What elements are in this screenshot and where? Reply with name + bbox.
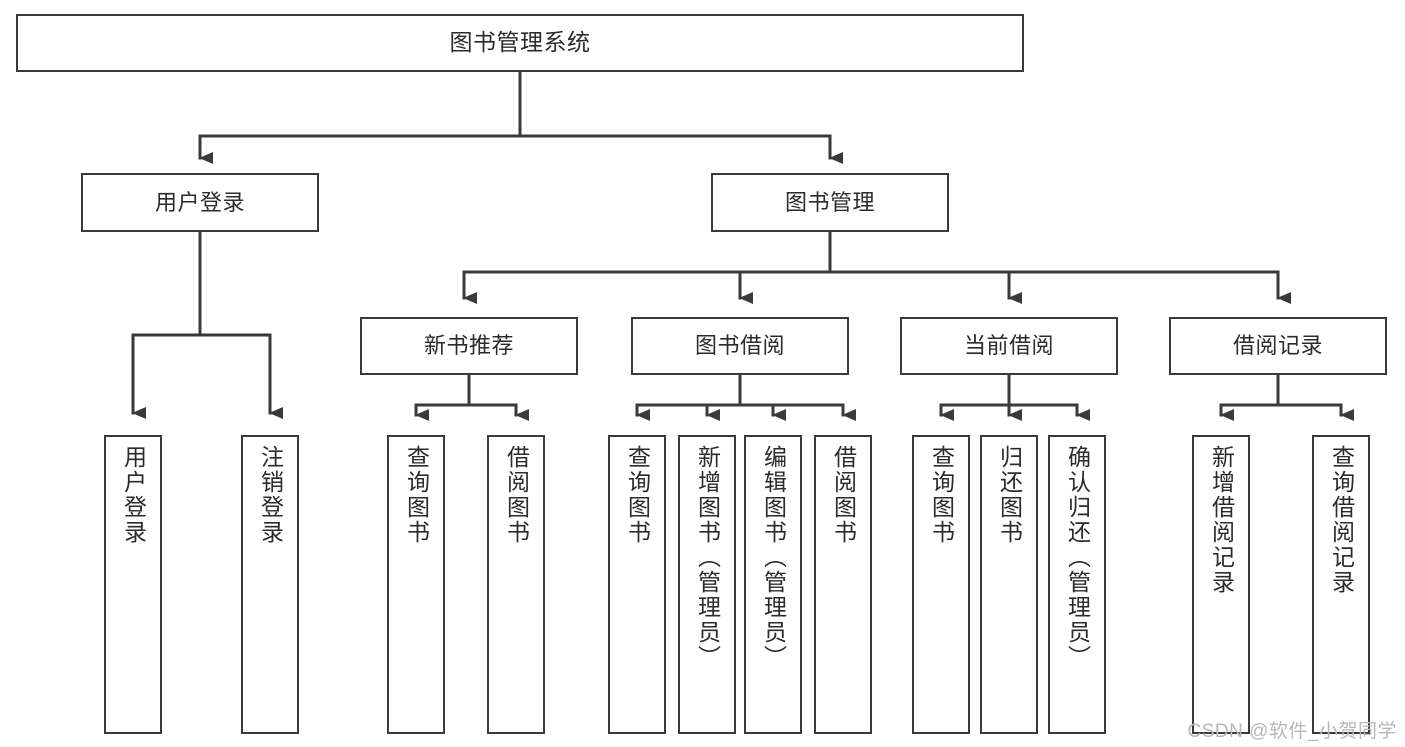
watermark-text: CSDN @软件_小贺同学 xyxy=(1187,721,1397,742)
node-book-management[interactable]: 图书管理 xyxy=(711,173,949,232)
node-label: 用户登录 xyxy=(154,189,245,215)
node-label: 新增图书（管理员） xyxy=(694,445,721,670)
node-leaf-add-book-admin[interactable]: 新增图书（管理员） xyxy=(678,435,736,734)
node-new-book-recommend[interactable]: 新书推荐 xyxy=(360,317,578,375)
node-label: 借阅图书 xyxy=(830,445,857,545)
node-label: 图书管理 xyxy=(784,189,875,215)
node-label: 图书借阅 xyxy=(694,333,785,359)
node-leaf-add-borrow-record[interactable]: 新增借阅记录 xyxy=(1192,435,1250,734)
node-leaf-borrow-books[interactable]: 借阅图书 xyxy=(814,435,872,734)
node-label: 查询借阅记录 xyxy=(1328,445,1355,595)
node-leaf-query-books-current[interactable]: 查询图书 xyxy=(912,435,970,734)
node-label: 借阅记录 xyxy=(1232,333,1323,359)
node-leaf-edit-book-admin[interactable]: 编辑图书（管理员） xyxy=(744,435,802,734)
node-label: 新书推荐 xyxy=(423,333,514,359)
node-leaf-query-books-recommend[interactable]: 查询图书 xyxy=(387,435,445,734)
node-label: 查询图书 xyxy=(624,445,651,545)
node-leaf-return-books[interactable]: 归还图书 xyxy=(980,435,1038,734)
node-borrow-records[interactable]: 借阅记录 xyxy=(1169,317,1387,375)
node-root-book-management-system[interactable]: 图书管理系统 xyxy=(16,14,1024,72)
node-leaf-confirm-return-admin[interactable]: 确认归还（管理员） xyxy=(1048,435,1106,734)
node-label: 当前借阅 xyxy=(963,333,1054,359)
node-label: 用户登录 xyxy=(120,445,147,545)
node-label: 确认归还（管理员） xyxy=(1064,445,1091,670)
node-label: 注销登录 xyxy=(257,445,284,545)
node-label: 归还图书 xyxy=(996,445,1023,545)
node-leaf-query-borrow-record[interactable]: 查询借阅记录 xyxy=(1312,435,1370,734)
node-leaf-user-login[interactable]: 用户登录 xyxy=(104,435,162,734)
node-label: 新增借阅记录 xyxy=(1208,445,1235,595)
node-label: 查询图书 xyxy=(403,445,430,545)
node-leaf-borrow-books-recommend[interactable]: 借阅图书 xyxy=(487,435,545,734)
node-user-login[interactable]: 用户登录 xyxy=(81,173,319,232)
node-leaf-query-books-borrow[interactable]: 查询图书 xyxy=(608,435,666,734)
node-book-borrow[interactable]: 图书借阅 xyxy=(631,317,849,375)
node-current-borrow[interactable]: 当前借阅 xyxy=(900,317,1118,375)
node-label: 查询图书 xyxy=(928,445,955,545)
node-label: 图书管理系统 xyxy=(449,29,591,56)
node-label: 编辑图书（管理员） xyxy=(760,445,787,670)
node-leaf-logout[interactable]: 注销登录 xyxy=(241,435,299,734)
node-label: 借阅图书 xyxy=(503,445,530,545)
